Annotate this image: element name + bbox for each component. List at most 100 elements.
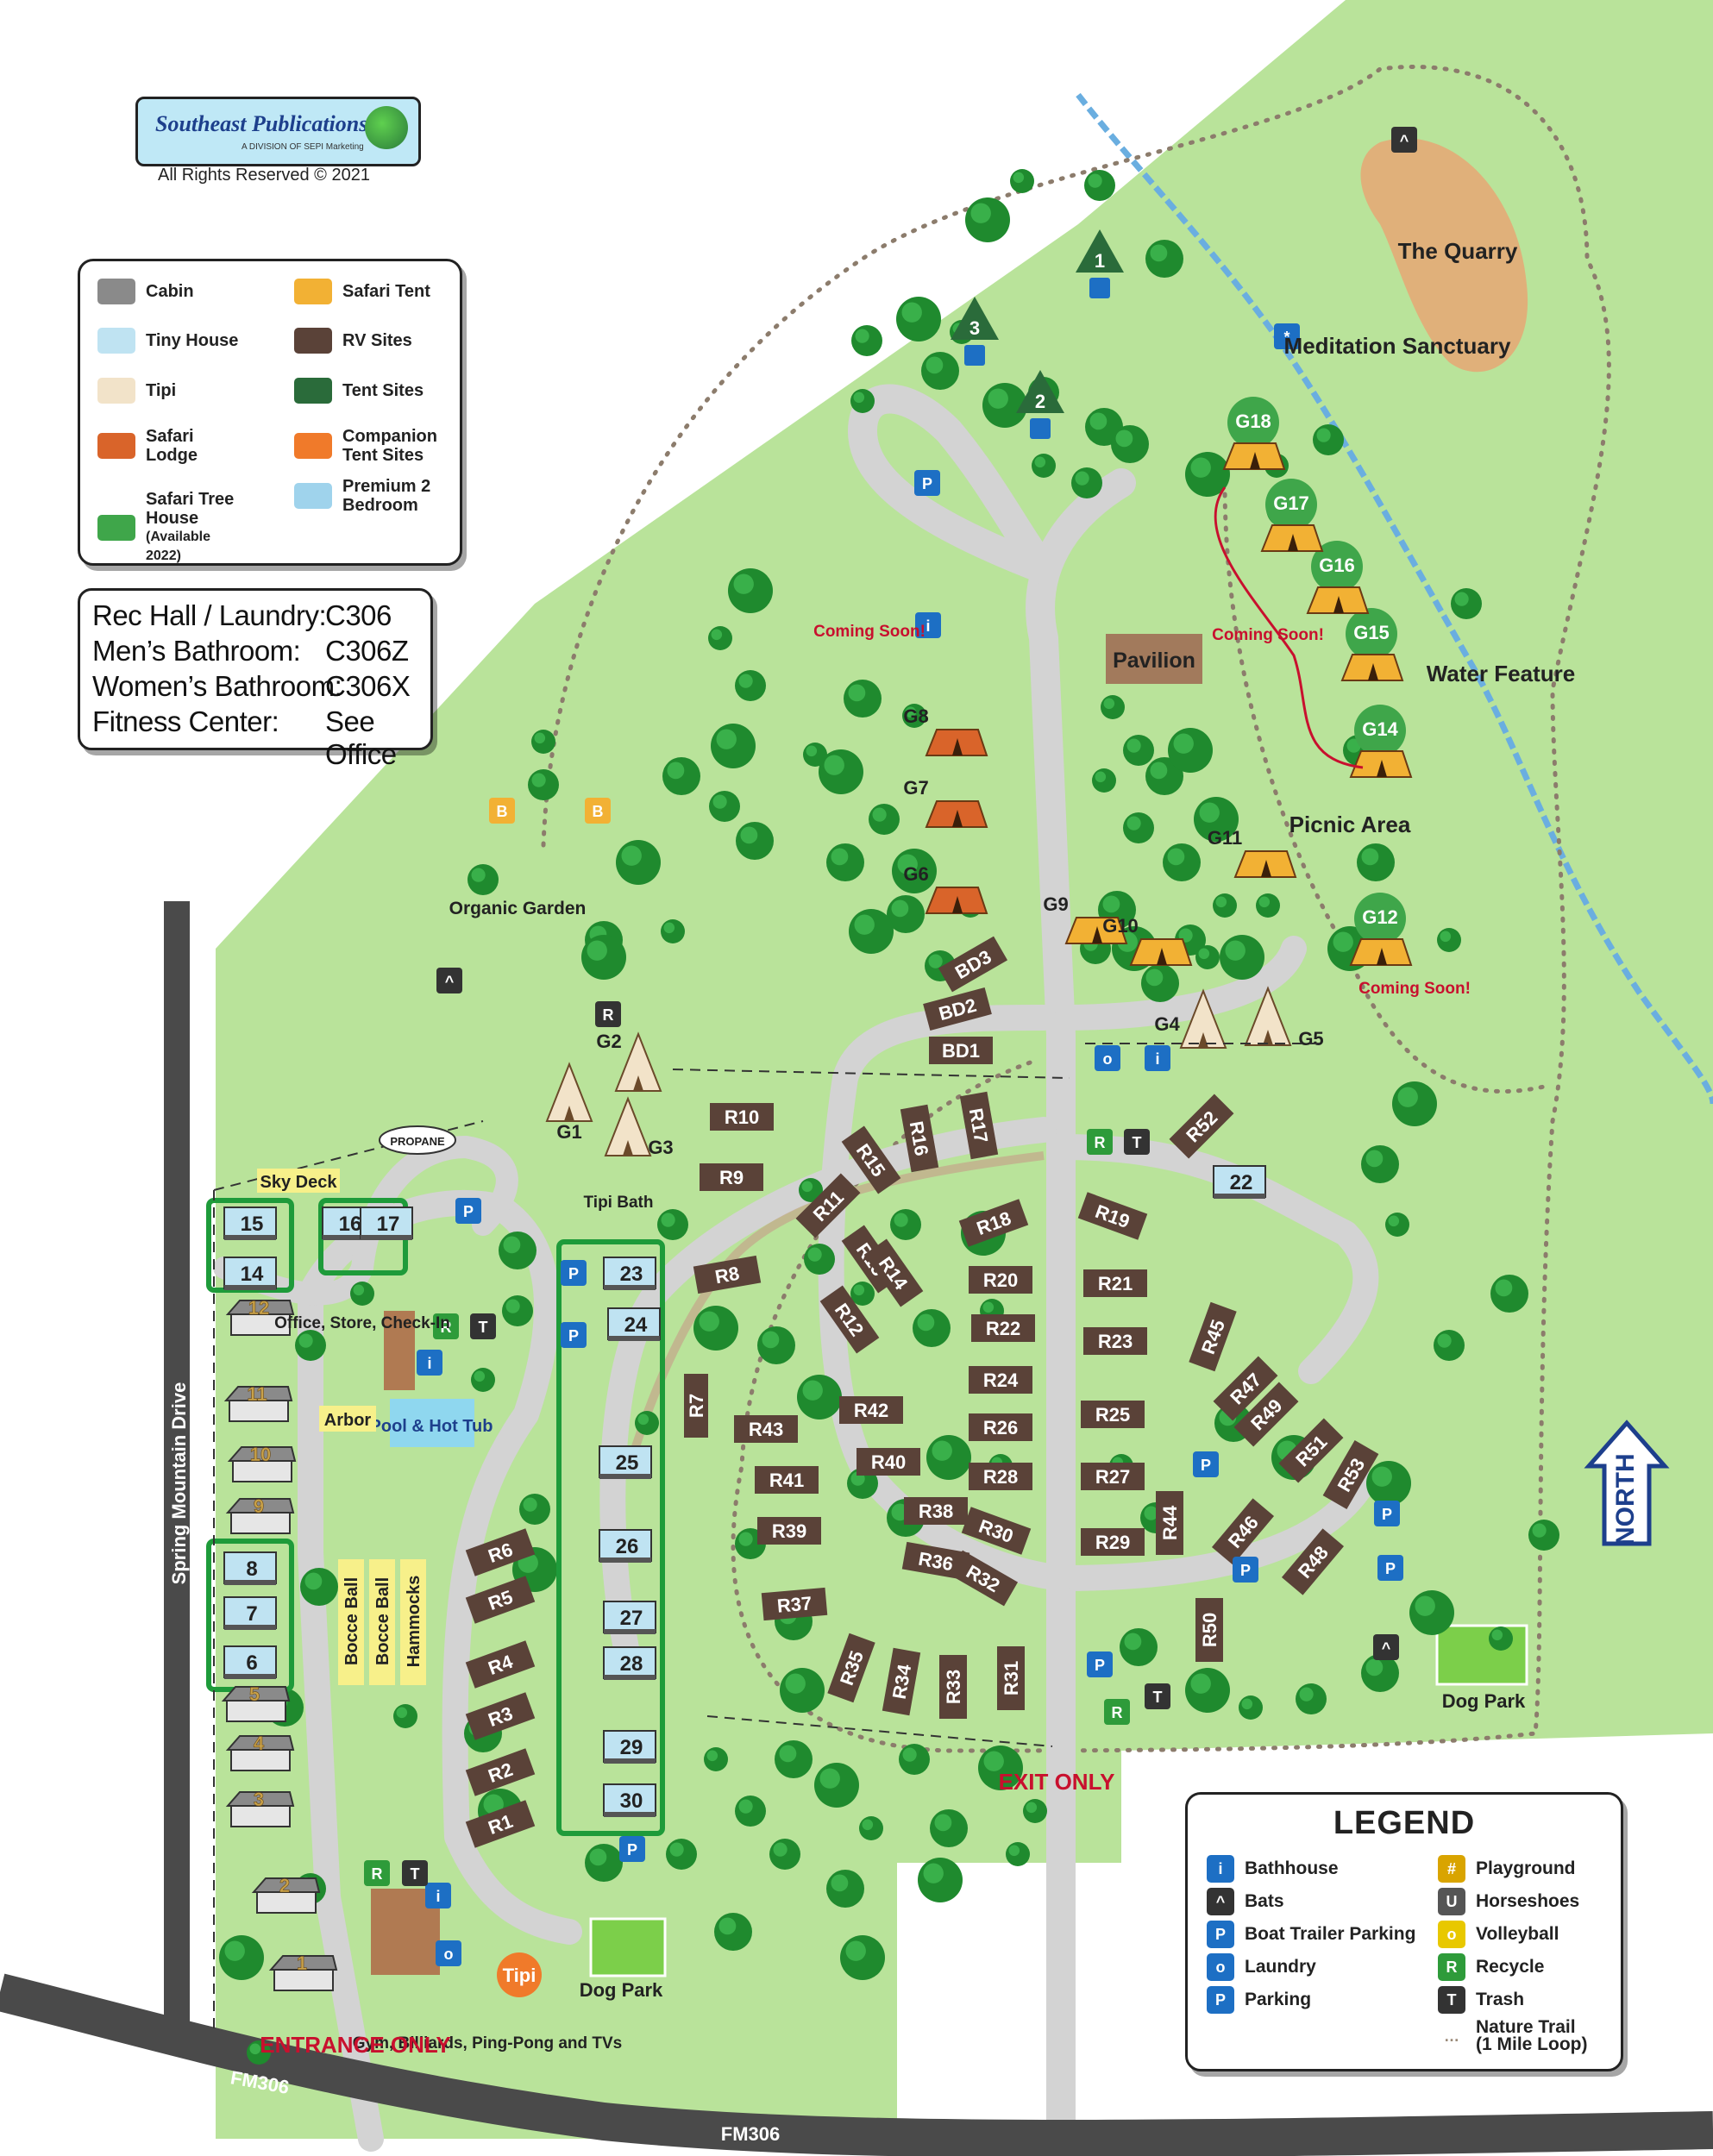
rv-site-r20[interactable]: R20 [969, 1266, 1032, 1294]
cabin-2[interactable]: 2 [251, 1875, 321, 1914]
rv-site-r40[interactable]: R40 [856, 1448, 920, 1476]
rv-site-r36[interactable]: R36 [901, 1541, 970, 1581]
safari-label: G9 [1043, 893, 1068, 915]
tree-highlight [923, 1863, 944, 1883]
tiny-house-24[interactable]: 24 [607, 1307, 661, 1341]
cabin-1[interactable]: 1 [268, 1952, 338, 1991]
rv-site-r33[interactable]: R33 [939, 1655, 967, 1719]
cabin-9[interactable]: 9 [225, 1495, 295, 1534]
tiny-house-30[interactable]: 30 [603, 1783, 656, 1817]
cabin-10[interactable]: 10 [227, 1444, 297, 1482]
tree-highlight [483, 1794, 504, 1814]
tiny-house-22[interactable]: 22 [1213, 1165, 1266, 1199]
rv-site-r24[interactable]: R24 [969, 1366, 1032, 1394]
legend-label: Volleyball [1476, 1924, 1559, 1944]
rv-site-r37[interactable]: R37 [761, 1587, 828, 1621]
rv-site-r7[interactable]: R7 [684, 1374, 708, 1438]
rv-site-r9[interactable]: R9 [700, 1163, 763, 1191]
rv-site-r10[interactable]: R10 [710, 1103, 774, 1131]
safari-g7[interactable]: G7 [903, 777, 988, 828]
rv-site-r51[interactable]: R51 [1278, 1418, 1344, 1483]
safari-g18[interactable]: G18 [1222, 397, 1286, 470]
rv-site-r4[interactable]: R4 [465, 1640, 536, 1689]
rv-site-r31[interactable]: R31 [997, 1646, 1025, 1710]
rv-site-r17[interactable]: R17 [959, 1091, 999, 1160]
rv-site-r25[interactable]: R25 [1081, 1401, 1145, 1428]
rv-site-r21[interactable]: R21 [1083, 1269, 1147, 1297]
safari-g9[interactable]: G9 [1043, 893, 1128, 944]
tiny-house-15[interactable]: 15 [223, 1206, 277, 1240]
safari-label: G17 [1273, 492, 1309, 514]
cabin-3[interactable]: 3 [225, 1789, 295, 1827]
rv-site-r41[interactable]: R41 [755, 1466, 819, 1494]
rv-site-r22[interactable]: R22 [971, 1314, 1035, 1342]
rv-site-r39[interactable]: R39 [757, 1517, 821, 1545]
tipi-g2[interactable]: G2 [596, 1031, 662, 1092]
tipi-g4[interactable]: G4 [1154, 988, 1227, 1049]
tent-site-1[interactable]: 1 [1076, 229, 1124, 298]
publisher-logo: Southeast Publications A DIVISION OF SEP… [135, 97, 421, 166]
organic-garden-label: Organic Garden [449, 899, 587, 918]
safari-g11[interactable]: G11 [1208, 827, 1297, 878]
tipi-label: G4 [1154, 1013, 1180, 1035]
rv-site-r38[interactable]: R38 [904, 1497, 968, 1525]
cabin-4[interactable]: 4 [225, 1733, 295, 1771]
tent-site-label: 1 [1095, 250, 1105, 272]
rv-site-r6[interactable]: R6 [465, 1528, 536, 1576]
rv-site-bd1[interactable]: BD1 [929, 1037, 993, 1064]
tipi-g5[interactable]: G5 [1244, 986, 1324, 1050]
tent-site-2[interactable]: 2 [1016, 370, 1064, 439]
rv-site-r29[interactable]: R29 [1081, 1528, 1145, 1556]
tiny-house-27[interactable]: 27 [603, 1601, 656, 1634]
rv-site-r16[interactable]: R16 [900, 1104, 939, 1173]
rv-site-r5[interactable]: R5 [465, 1576, 536, 1624]
pool-label: Pool & Hot Tub [370, 1417, 493, 1436]
tent-site-3[interactable]: 3 [951, 297, 999, 366]
rv-site-r23[interactable]: R23 [1083, 1327, 1147, 1355]
tiny-house-26[interactable]: 26 [599, 1529, 652, 1563]
safari-label: G10 [1102, 915, 1139, 937]
rv-site-r28[interactable]: R28 [969, 1463, 1032, 1490]
tiny-house-29[interactable]: 29 [603, 1730, 656, 1764]
safari-g16[interactable]: G16 [1306, 541, 1370, 614]
rv-site-r43[interactable]: R43 [734, 1415, 798, 1443]
recycle-icon: R [1438, 1953, 1465, 1981]
access-code-label: Women’s Bathroom: [92, 670, 342, 702]
safari-g17[interactable]: G17 [1260, 479, 1324, 552]
rv-site-r42[interactable]: R42 [839, 1396, 903, 1424]
rv-site-r8[interactable]: R8 [693, 1255, 762, 1294]
svg-text:P: P [463, 1203, 474, 1220]
safari-g15[interactable]: G15 [1340, 608, 1404, 681]
rv-site-r44[interactable]: R44 [1156, 1491, 1183, 1555]
safari-g6[interactable]: G6 [903, 863, 988, 914]
tiny-house-14[interactable]: 14 [223, 1257, 277, 1290]
safari-g12[interactable]: G12 [1349, 893, 1413, 966]
safari-g8[interactable]: G8 [903, 705, 988, 756]
tiny-house-25[interactable]: 25 [599, 1445, 652, 1479]
tiny-house-7[interactable]: 7 [223, 1596, 277, 1630]
rv-site-r2[interactable]: R2 [465, 1748, 536, 1796]
boat-trailer-icon: P [1087, 1651, 1113, 1677]
rv-site-r27[interactable]: R27 [1081, 1463, 1145, 1490]
rv-site-r34[interactable]: R34 [882, 1647, 921, 1716]
safari-g10[interactable]: G10 [1102, 915, 1193, 966]
tree-highlight [897, 854, 918, 874]
rv-site-r3[interactable]: R3 [465, 1692, 536, 1740]
tipi-g3[interactable]: G3 [604, 1096, 674, 1158]
tiny-house-28[interactable]: 28 [603, 1646, 656, 1680]
rv-site-r26[interactable]: R26 [969, 1413, 1032, 1441]
tipi-g1[interactable]: G1 [545, 1062, 593, 1143]
laundry-icon: o [1095, 1045, 1120, 1071]
tree-highlight [1199, 802, 1220, 823]
tiny-house-17[interactable]: 17 [360, 1206, 413, 1240]
cabin-12[interactable]: 12 [225, 1297, 295, 1336]
cabin-11[interactable]: 11 [223, 1383, 293, 1422]
tiny-house-23[interactable]: 23 [603, 1257, 656, 1290]
safari-g14[interactable]: G14 [1349, 705, 1413, 778]
tiny-house-8[interactable]: 8 [223, 1551, 277, 1585]
cabin-5[interactable]: 5 [221, 1683, 291, 1722]
tree-highlight [1388, 1215, 1400, 1227]
rv-site-r1[interactable]: R1 [465, 1800, 536, 1848]
tiny-house-6[interactable]: 6 [223, 1645, 277, 1679]
rv-site-r50[interactable]: R50 [1195, 1598, 1223, 1662]
